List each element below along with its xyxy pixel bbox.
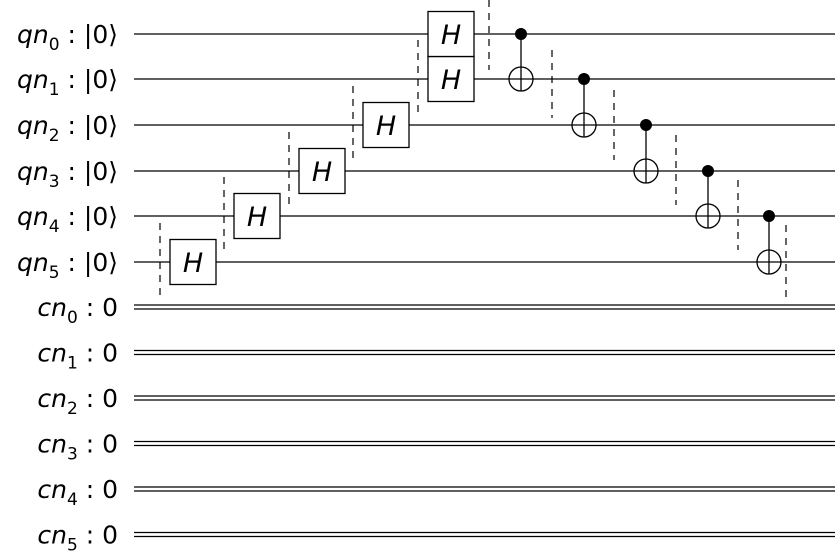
h-gate-label: H <box>376 111 396 142</box>
qubit-label: qn1 : |0⟩ <box>17 65 118 100</box>
clbit-label: cn1 : 0 <box>37 339 118 374</box>
clbit-label: cn2 : 0 <box>37 384 118 419</box>
h-gate <box>427 10 475 58</box>
cnot-control-dot <box>578 73 590 85</box>
h-gate <box>298 147 346 195</box>
h-gate <box>233 192 281 240</box>
clbit-label: cn4 : 0 <box>37 475 118 510</box>
clbit-label: cn5 : 0 <box>37 521 118 551</box>
cnot-control-dot <box>640 119 652 131</box>
qubit-label: qn0 : |0⟩ <box>17 20 118 55</box>
clbit-label: cn0 : 0 <box>37 293 118 328</box>
h-gate-label: H <box>441 65 461 96</box>
h-gate-label: H <box>247 202 267 233</box>
h-gate-label: H <box>441 20 461 51</box>
h-gate <box>169 238 217 286</box>
h-gate-label: H <box>183 248 203 279</box>
cnot-control-dot <box>702 165 714 177</box>
qubit-label: qn4 : |0⟩ <box>17 202 118 237</box>
cnot-control-dot <box>763 210 775 222</box>
qubit-label: qn5 : |0⟩ <box>17 248 118 283</box>
h-gate-label: H <box>312 157 332 188</box>
qubit-label: qn3 : |0⟩ <box>17 157 118 192</box>
qubit-label: qn2 : |0⟩ <box>17 111 118 146</box>
h-gate <box>362 101 410 149</box>
clbit-label: cn3 : 0 <box>37 430 118 465</box>
cnot-control-dot <box>515 28 527 40</box>
